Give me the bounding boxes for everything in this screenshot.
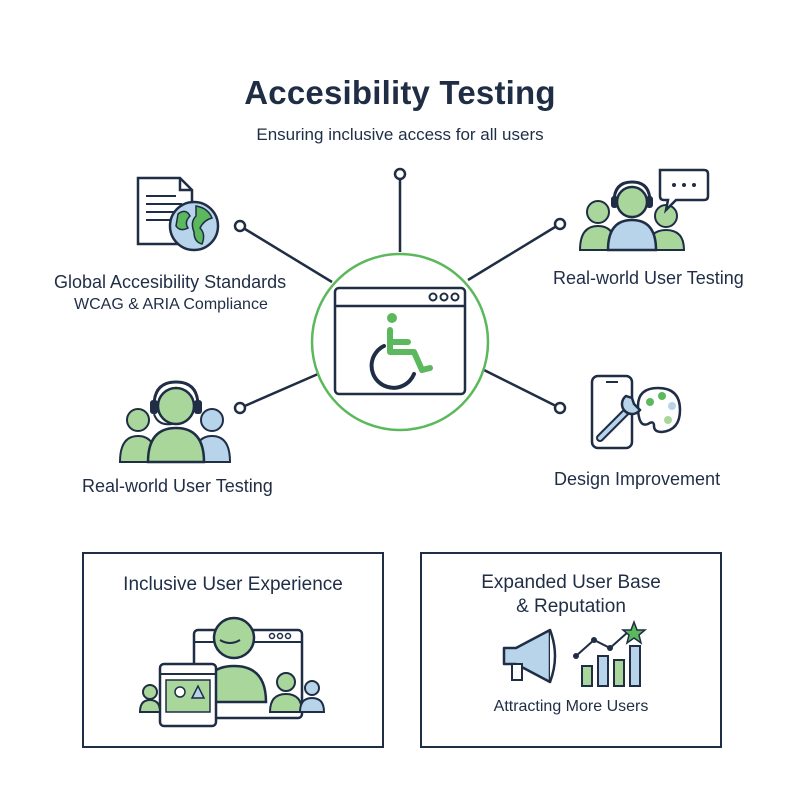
document-globe-icon xyxy=(136,176,220,252)
expanded-user-base-box: Expanded User Base & Reputation Attracti… xyxy=(420,552,722,748)
inclusive-experience-title: Inclusive User Experience xyxy=(123,574,343,595)
video-call-users-icon xyxy=(138,616,326,728)
expanded-caption: Attracting More Users xyxy=(493,698,649,715)
user-testing-left-label: Real-world User Testing xyxy=(82,476,273,496)
standards-label: Global Accesibility Standards xyxy=(54,272,287,292)
connector-dot-lower-left xyxy=(233,401,247,415)
expanded-title-line1: Expanded User Base xyxy=(481,572,661,593)
page-subtitle: Ensuring inclusive access for all users xyxy=(256,125,544,144)
connector-dot-top xyxy=(393,167,407,181)
connector-dot-lower-right xyxy=(553,401,567,415)
page-title: Accesibility Testing xyxy=(244,74,556,111)
wheelchair-browser-icon xyxy=(310,252,490,432)
connector-dot-upper-left xyxy=(233,219,247,233)
phone-tools-icon xyxy=(590,374,682,450)
megaphone-growth-chart-icon xyxy=(502,619,648,687)
headset-users-icon xyxy=(118,380,232,464)
connector-dot-upper-right xyxy=(553,217,567,231)
design-improvement-label: Design Improvement xyxy=(554,469,721,489)
users-chat-icon xyxy=(578,168,710,252)
expanded-title-line2: & Reputation xyxy=(516,596,626,617)
inclusive-experience-box: Inclusive User Experience xyxy=(82,552,384,748)
standards-sublabel: WCAG & ARIA Compliance xyxy=(74,296,268,313)
user-testing-right-label: Real-world User Testing xyxy=(553,268,744,288)
